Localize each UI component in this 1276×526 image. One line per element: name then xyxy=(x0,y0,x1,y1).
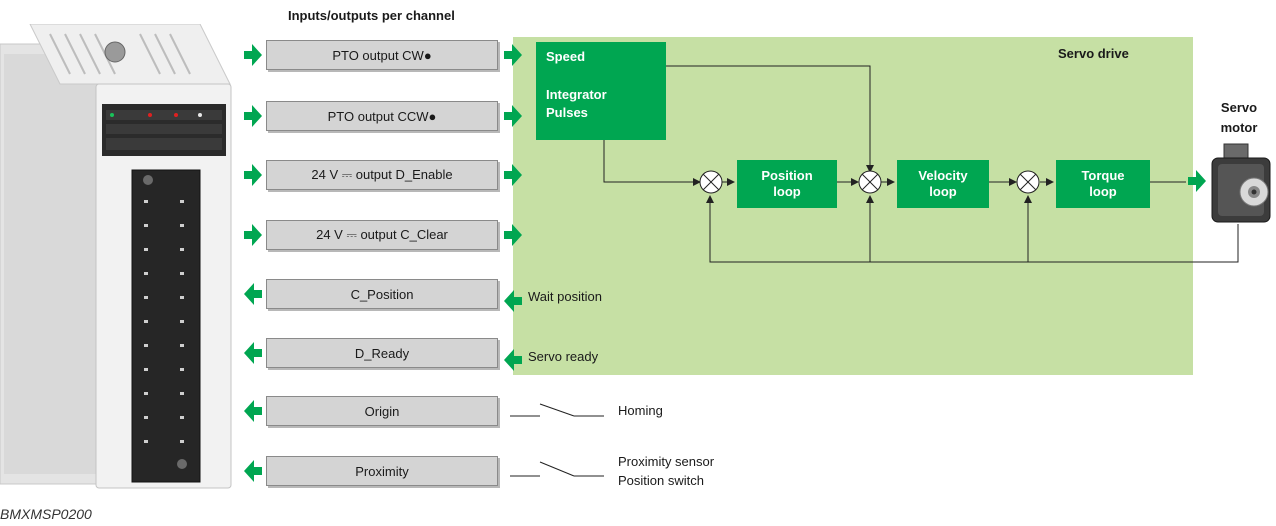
io-box-origin: Origin xyxy=(266,396,498,426)
homing-label: Homing xyxy=(618,403,663,418)
io-box-pto-ccw: PTO output CCW● xyxy=(266,101,498,131)
servo-motor-icon xyxy=(1206,140,1276,230)
io-box-d-ready: D_Ready xyxy=(266,338,498,368)
io-box-enable: 24 V ⎓ output D_Enable xyxy=(266,160,498,190)
arrow-right-icon xyxy=(1188,170,1206,192)
arrow-left-icon xyxy=(504,349,522,371)
io-box-proximity: Proximity xyxy=(266,456,498,486)
summing-junction-icon xyxy=(858,170,882,194)
arrow-left-icon xyxy=(244,283,262,305)
arrow-left-icon xyxy=(244,460,262,482)
summing-junction-icon xyxy=(1016,170,1040,194)
arrow-right-icon xyxy=(244,164,262,186)
module-label: BMXMSP0200 xyxy=(0,506,92,522)
wait-position-label: Wait position xyxy=(528,289,602,304)
servo-motor-line2: motor xyxy=(1220,120,1258,135)
speed-integrator-block: Speed Integrator Pulses xyxy=(536,42,666,140)
position-loop-line2: loop xyxy=(773,184,801,199)
velocity-loop-line2: loop xyxy=(929,184,957,199)
position-loop-block: Position loop xyxy=(737,160,837,208)
torque-loop-line2: loop xyxy=(1089,184,1117,199)
arrow-right-icon xyxy=(244,44,262,66)
servo-motor-line1: Servo xyxy=(1220,100,1258,115)
speed-label: Speed xyxy=(546,49,586,64)
arrow-left-icon xyxy=(244,400,262,422)
integrator-label: Integrator xyxy=(546,87,607,102)
pulses-label: Pulses xyxy=(546,105,588,120)
arrow-right-icon xyxy=(504,164,522,186)
arrow-right-icon xyxy=(244,105,262,127)
arrow-right-icon xyxy=(504,224,522,246)
proximity-switch-icon xyxy=(510,461,604,477)
summing-junction-icon xyxy=(699,170,723,194)
io-box-pto-cw: PTO output CW● xyxy=(266,40,498,70)
position-loop-line1: Position xyxy=(761,168,813,183)
torque-loop-line1: Torque xyxy=(1081,168,1125,183)
proximity-sensor-label: Proximity sensor xyxy=(618,454,715,469)
arrow-right-icon xyxy=(504,44,522,66)
servo-drive-title: Servo drive xyxy=(1058,46,1129,61)
homing-switch-icon xyxy=(510,403,604,417)
velocity-loop-line1: Velocity xyxy=(918,168,968,183)
torque-loop-block: Torque loop xyxy=(1056,160,1150,208)
servo-motor-label: Servo motor xyxy=(1206,98,1272,138)
module-image xyxy=(0,24,236,490)
diagram-title: Inputs/outputs per channel xyxy=(288,8,455,23)
arrow-right-icon xyxy=(504,105,522,127)
arrow-right-icon xyxy=(244,224,262,246)
arrow-left-icon xyxy=(504,290,522,312)
io-box-clear: 24 V ⎓ output C_Clear xyxy=(266,220,498,250)
velocity-loop-block: Velocity loop xyxy=(897,160,989,208)
position-switch-label: Position switch xyxy=(618,473,704,488)
servo-ready-label: Servo ready xyxy=(528,349,599,364)
io-box-c-position: C_Position xyxy=(266,279,498,309)
arrow-left-icon xyxy=(244,342,262,364)
